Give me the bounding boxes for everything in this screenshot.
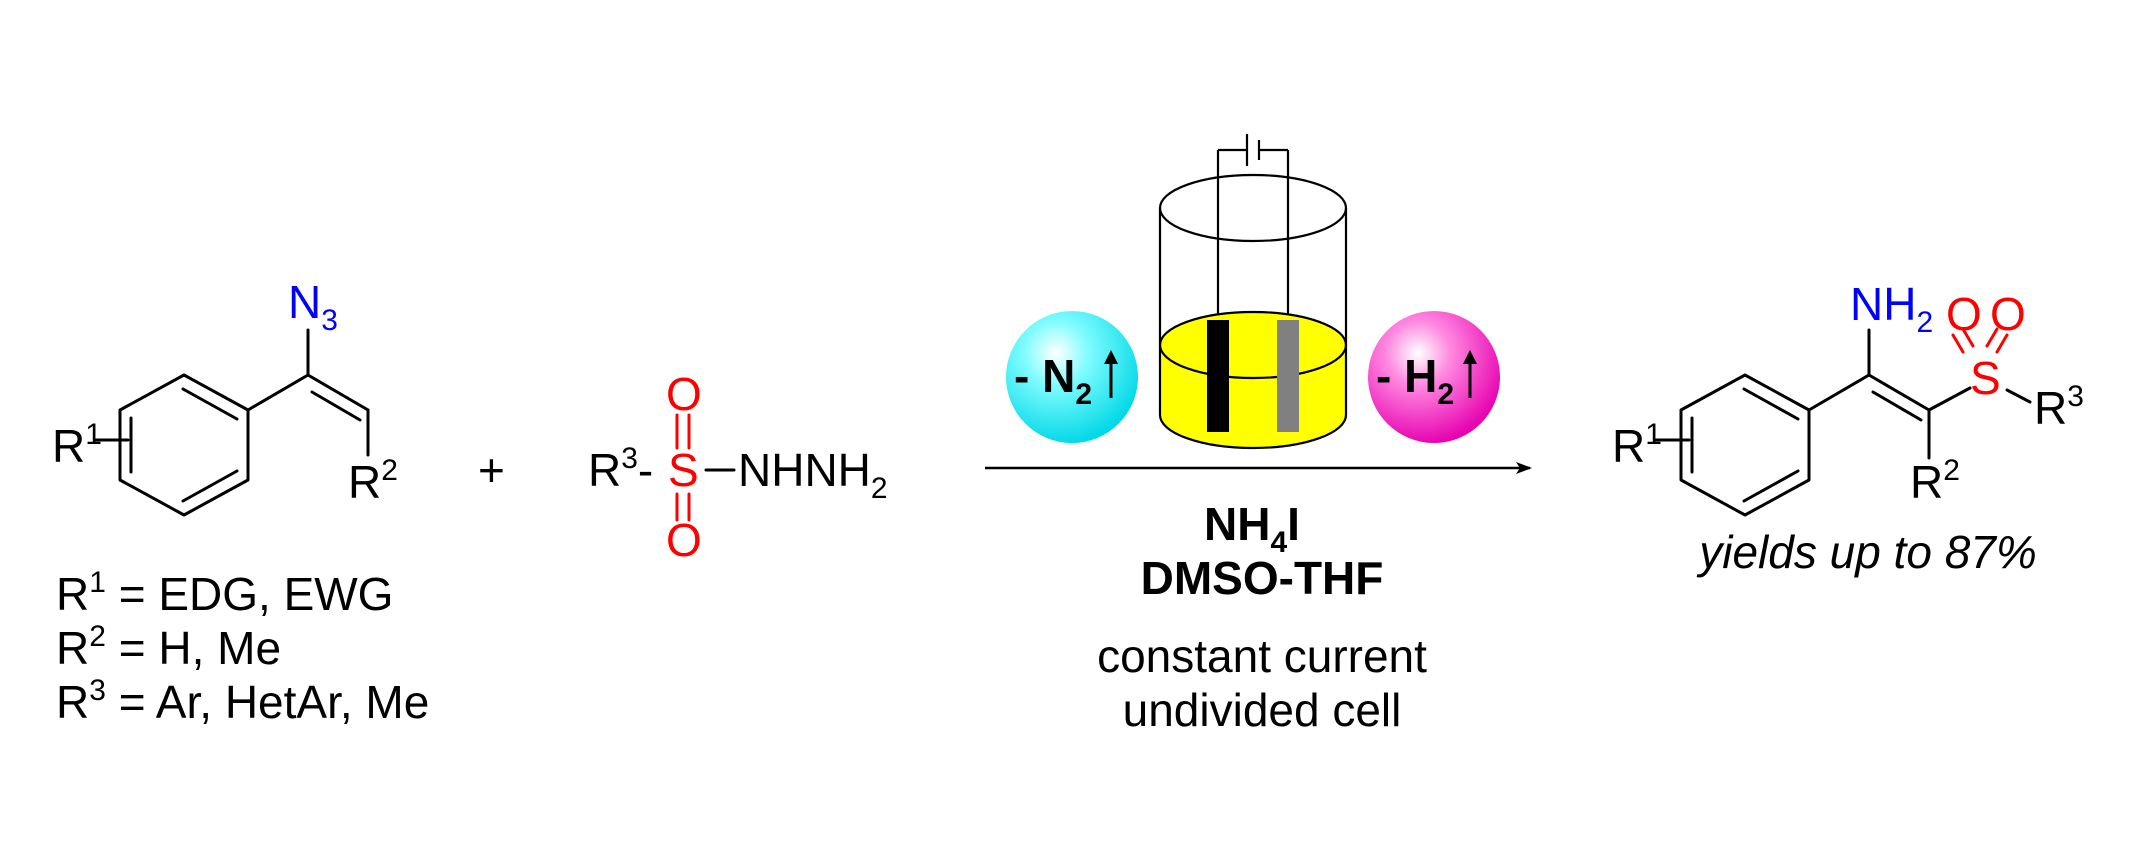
vinyl-azide-structure: N3 R1 R2 bbox=[52, 276, 398, 517]
reagent-label: NH4I bbox=[1204, 498, 1300, 559]
hydrogen-release-bubble: - H2 bbox=[1368, 311, 1500, 443]
alkene-double-bond-outer bbox=[306, 373, 370, 412]
hydrazine-label: NHNH2 bbox=[738, 444, 888, 505]
sulfonyl-oxygen-2-label: O bbox=[1990, 288, 2026, 340]
product-r3-label: R3 bbox=[2034, 380, 2084, 434]
r2-substituent-label: R2 bbox=[348, 454, 398, 508]
sulfonyl-oxygen-1-label: O bbox=[1946, 288, 1982, 340]
product-r2-label: R2 bbox=[1910, 454, 1960, 508]
benzene-ring bbox=[118, 373, 250, 517]
alkene-double-bond-inner bbox=[310, 390, 362, 422]
plus-sign: + bbox=[478, 444, 505, 496]
svg-text:- H2: - H2 bbox=[1376, 350, 1454, 411]
solvent-label: DMSO-THF bbox=[1141, 552, 1384, 604]
electrochemical-cell-icon bbox=[1158, 134, 1348, 450]
sulfur-atom-label: S bbox=[1970, 352, 2001, 404]
substituent-legend: R1 = EDG, EWG R2 = H, Me R3 = Ar, HetAr,… bbox=[56, 566, 429, 728]
svg-text:- N2: - N2 bbox=[1014, 350, 1092, 411]
substituent-r2-line: R2 = H, Me bbox=[56, 620, 281, 674]
oxygen-bottom-label: O bbox=[666, 514, 702, 566]
electrolyte-solution bbox=[1160, 345, 1346, 448]
cathode-electrode bbox=[1277, 320, 1299, 432]
oxygen-top-label: O bbox=[666, 368, 702, 420]
r1-substituent-label: R1 bbox=[52, 418, 102, 472]
conditions-line-2: undivided cell bbox=[1123, 684, 1402, 736]
amine-group-label: NH2 bbox=[1850, 278, 1933, 339]
nitrogen-release-bubble: - N2 bbox=[1006, 311, 1138, 443]
r3-substituent-label: R3- bbox=[588, 442, 653, 496]
up-arrow-icon bbox=[1104, 350, 1118, 398]
benzene-ring bbox=[1679, 373, 1811, 517]
up-arrow-icon bbox=[1463, 350, 1477, 398]
anode-electrode bbox=[1207, 320, 1229, 432]
substituent-r3-line: R3 = Ar, HetAr, Me bbox=[56, 674, 429, 728]
sulfonyl-hydrazide-structure: R3- S O O NHNH2 bbox=[588, 368, 888, 566]
product-structure: NH2 O O S R3 R1 R2 bbox=[1612, 278, 2084, 517]
electrolyte-surface bbox=[1158, 310, 1348, 380]
sulfur-atom-label: S bbox=[668, 444, 699, 496]
azide-group-label: N3 bbox=[288, 276, 338, 337]
product-r1-label: R1 bbox=[1612, 418, 1662, 472]
ring-to-alkene-bond bbox=[246, 373, 310, 412]
substituent-r1-line: R1 = EDG, EWG bbox=[56, 566, 393, 620]
conditions-line-1: constant current bbox=[1097, 630, 1427, 682]
yield-caption: yields up to 87% bbox=[1696, 526, 2037, 578]
